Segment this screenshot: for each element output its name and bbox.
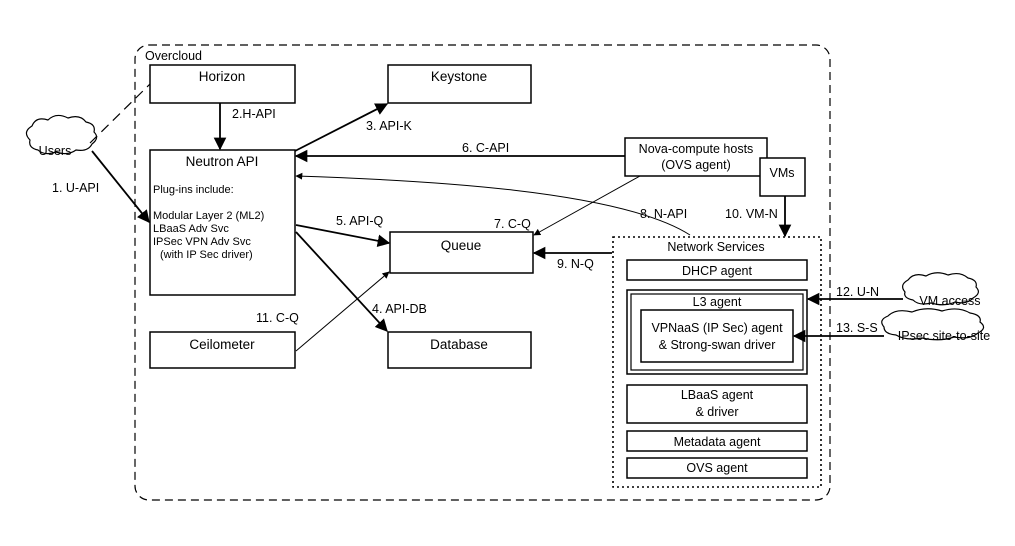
ceilometer-label: Ceilometer <box>189 337 255 352</box>
users-horizon-link <box>89 83 151 144</box>
ovs-agent-box <box>626 457 808 479</box>
vpnaas-agent-label-2: & Strong-swan driver <box>659 338 776 352</box>
ipsec-site-cloud: IPsec site-to-site <box>881 308 990 343</box>
flow-api-q-arrow <box>295 224 391 248</box>
horizon-label: Horizon <box>199 69 246 84</box>
neutron-plugin-item: IPSec VPN Adv Svc <box>153 236 251 248</box>
flow-n-q-label: 9. N-Q <box>557 257 594 271</box>
vms-box <box>759 157 806 197</box>
flow-c-q-arrow <box>533 175 641 236</box>
vm-access-label: VM access <box>919 294 980 308</box>
neutron-api-box <box>149 149 296 296</box>
flow-n-api-label: 8. N-API <box>640 207 687 221</box>
vpnaas-agent-box <box>640 309 794 363</box>
l3-agent-label: L3 agent <box>693 295 742 309</box>
overcloud-title: Overcloud <box>145 49 202 63</box>
nova-compute-box <box>624 137 768 177</box>
queue-label: Queue <box>441 238 482 253</box>
flow-api-db-label: 4. API-DB <box>372 302 427 316</box>
flow-u-api-arrow <box>91 150 150 223</box>
users-cloud: Users <box>25 114 98 158</box>
ipsec-site-label: IPsec site-to-site <box>898 329 990 343</box>
flow-api-k-label: 3. API-K <box>366 119 413 133</box>
neutron-plugin-item: (with IP Sec driver) <box>160 249 253 261</box>
metadata-agent-label: Metadata agent <box>674 435 761 449</box>
network-services-boundary <box>612 236 822 488</box>
vm-access-cloud: VM access <box>902 272 981 308</box>
vpnaas-agent-label-1: VPNaaS (IP Sec) agent <box>651 321 783 335</box>
flow-ceilometer-q-arrow <box>295 271 390 352</box>
lbaas-agent-label-1: LBaaS agent <box>681 388 754 402</box>
flow-api-q-label: 5. API-Q <box>336 214 384 228</box>
flow-c-api-label: 6. C-API <box>462 141 509 155</box>
neutron-api-title: Neutron API <box>186 154 259 169</box>
horizon-box <box>149 64 296 104</box>
dhcp-agent-box <box>626 259 808 281</box>
flow-ceilometer-q-label: 11. C-Q <box>256 311 299 325</box>
ceilometer-box <box>149 331 296 369</box>
ovs-agent-label: OVS agent <box>686 461 748 475</box>
neutron-plugins-header: Plug-ins include: <box>153 184 234 196</box>
flow-vm-n-label: 10. VM-N <box>725 207 778 221</box>
queue-box <box>389 231 534 274</box>
flow-n-api-arrow <box>295 172 691 236</box>
nova-compute-label-2: (OVS agent) <box>661 158 730 172</box>
keystone-box <box>387 64 532 104</box>
flow-s-s-label: 13. S-S <box>836 321 878 335</box>
metadata-agent-box <box>626 430 808 452</box>
lbaas-agent-label-2: & driver <box>695 405 738 419</box>
flow-u-n-label: 12. U-N <box>836 285 879 299</box>
users-label: Users <box>39 144 72 158</box>
flow-api-db-arrow <box>295 231 388 332</box>
flow-c-q-label: 7. C-Q <box>494 217 531 231</box>
overcloud-boundary <box>134 44 831 501</box>
network-services-title: Network Services <box>667 240 764 254</box>
neutron-plugin-item: LBaaS Adv Svc <box>153 223 229 235</box>
lbaas-agent-box <box>626 384 808 424</box>
keystone-label: Keystone <box>431 69 487 84</box>
database-box <box>387 331 532 369</box>
flow-api-k-arrow <box>294 103 389 152</box>
vms-label: VMs <box>770 166 795 180</box>
flow-u-api-label: 1. U-API <box>52 181 99 195</box>
dhcp-agent-label: DHCP agent <box>682 264 752 278</box>
database-label: Database <box>430 337 488 352</box>
flow-h-api-label: 2.H-API <box>232 107 276 121</box>
neutron-plugin-item: Modular Layer 2 (ML2) <box>153 210 264 222</box>
nova-compute-label-1: Nova-compute hosts <box>639 142 754 156</box>
